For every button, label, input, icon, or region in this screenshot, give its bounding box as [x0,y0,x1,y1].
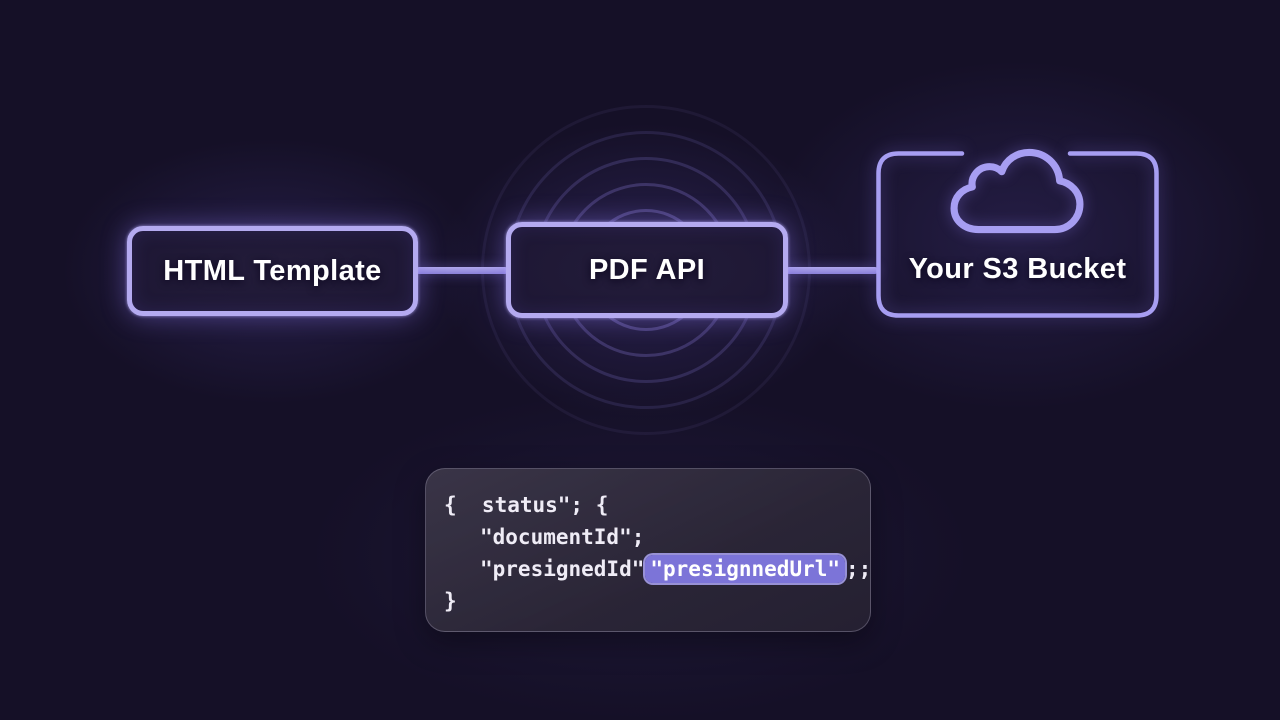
code-line-2: "documentId"; [480,525,645,549]
code-snippet-panel: { status"; { "documentId"; "presignedId"… [425,468,871,632]
node-html-template: HTML Template [127,226,418,316]
cloud-icon [950,148,1084,234]
node-s3-bucket: Your S3 Bucket [876,148,1159,318]
code-line-3: "presignedId""presignnedUrl";; [444,553,871,585]
node-pdf-api: PDF API [506,222,788,318]
presigned-url-highlight: "presignnedUrl" [645,555,846,583]
code-line-3-key: "presignedId" [480,557,645,581]
flow-connector-api-to-bucket [786,267,878,274]
node-label: PDF API [588,253,706,286]
s3-box-outline [876,151,1159,318]
node-label: Your S3 Bucket [908,253,1127,285]
code-line-1: { status"; { [444,493,609,517]
node-label: HTML Template [163,254,382,287]
code-line-3-tail: ;; [846,557,872,581]
flow-connector-template-to-api [416,267,508,274]
code-line-4: } [444,589,457,613]
